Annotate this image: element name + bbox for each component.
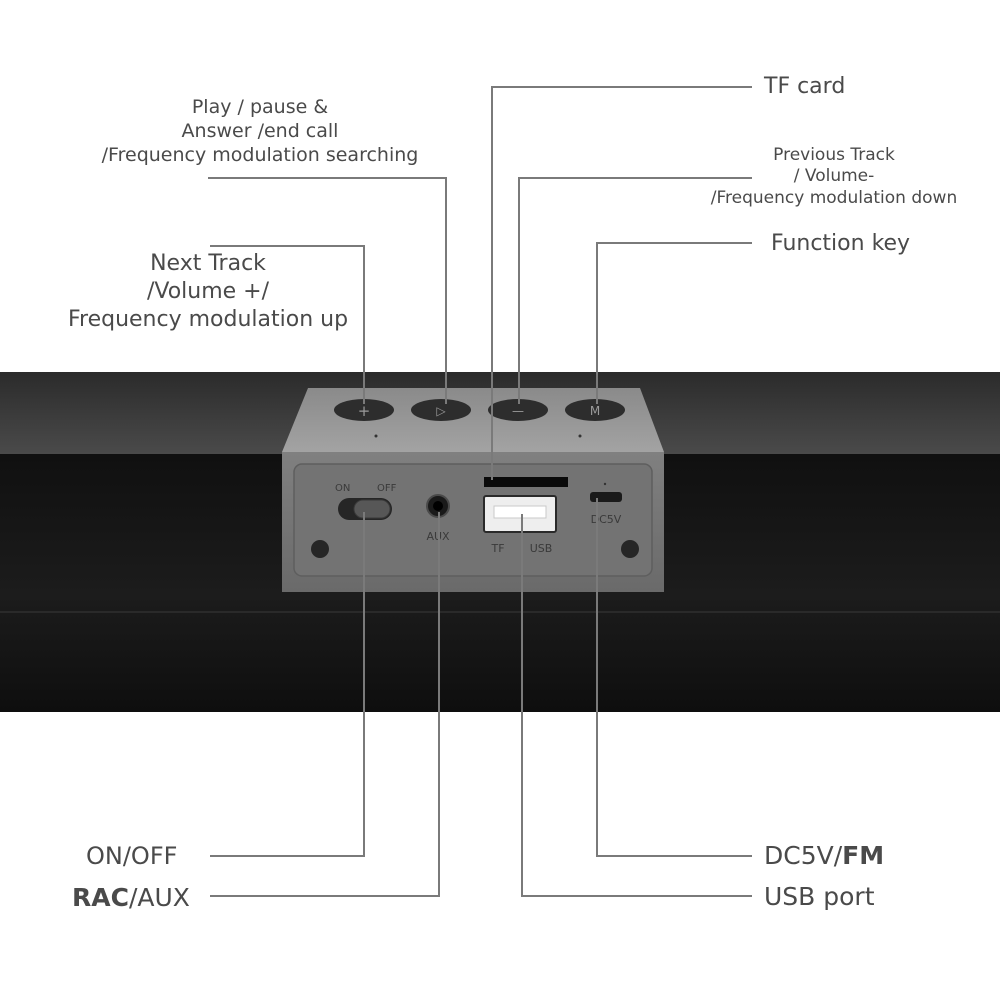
label-rac-aux-bold: RAC — [72, 883, 129, 912]
switch-on-label: ON — [335, 483, 350, 494]
dc5v-port-label: DC5V — [591, 513, 622, 526]
indicator-dot — [603, 482, 607, 486]
leader-line-previous-track — [518, 177, 752, 404]
label-rac-aux-normal: /AUX — [128, 883, 190, 912]
label-rac-aux: RAC/AUX — [72, 882, 190, 913]
control-panel-inset — [293, 463, 653, 577]
label-tf-card: TF card — [764, 74, 846, 99]
label-on-off: ON/OFF — [86, 842, 178, 870]
label-next-track-line2: /Volume +/ — [146, 278, 270, 304]
button-previous-volume-down-glyph: — — [512, 404, 524, 418]
leader-line-dc5v — [596, 498, 752, 857]
aux-jack-hole — [433, 501, 443, 511]
label-dc5v-fm-bold: FM — [842, 841, 885, 870]
label-dc5v-fm: DC5V/FM — [764, 840, 884, 871]
tf-port-label: TF — [490, 542, 504, 555]
leader-line-play-pause — [208, 177, 447, 404]
label-previous-track: Previous Track / Volume- /Frequency modu… — [704, 145, 964, 209]
leader-line-function-key — [596, 242, 752, 404]
leader-line-tf-card — [491, 86, 752, 480]
switch-off-label: OFF — [377, 483, 397, 494]
label-play-pause-line2: Answer /end call — [181, 119, 339, 142]
leader-line-aux — [210, 512, 440, 897]
screw-hole — [621, 540, 639, 558]
tf-card-slot[interactable] — [484, 477, 568, 487]
button-previous-volume-down[interactable] — [488, 399, 548, 421]
button-play-pause[interactable] — [411, 399, 471, 421]
usb-port-label: USB — [530, 542, 553, 555]
indicator-dot — [374, 434, 378, 438]
power-switch[interactable] — [353, 499, 391, 519]
label-previous-track-line1: Previous Track — [773, 145, 895, 165]
usb-port-tongue — [493, 505, 547, 519]
leader-line-next-track — [210, 245, 365, 404]
label-play-pause-line3: /Frequency modulation searching — [101, 143, 419, 166]
label-dc5v-fm-normal: DC5V/ — [764, 841, 843, 870]
button-function-key[interactable] — [565, 399, 625, 421]
label-next-track-line1: Next Track — [150, 251, 266, 276]
indicator-dot — [578, 434, 582, 438]
label-function-key: Function key — [771, 231, 911, 256]
label-play-pause-line1: Play / pause & — [191, 96, 329, 118]
label-previous-track-line2: / Volume- — [793, 166, 875, 187]
label-next-track: Next Track /Volume +/ Frequency modulati… — [58, 250, 358, 334]
button-next-volume-up-glyph: + — [358, 402, 371, 420]
leader-lines — [208, 86, 752, 897]
button-play-pause-glyph: ▷ — [436, 404, 446, 418]
label-next-track-line3: Frequency modulation up — [67, 306, 349, 332]
leader-line-on-off — [210, 512, 365, 857]
button-next-volume-up[interactable] — [334, 399, 394, 421]
dc5v-port[interactable] — [590, 492, 622, 502]
button-function-key-glyph: M — [590, 404, 600, 418]
label-play-pause: Play / pause & Answer /end call /Frequen… — [50, 96, 470, 167]
label-previous-track-line3: /Frequency modulation down — [710, 187, 958, 208]
screw-hole — [311, 540, 329, 558]
label-usb-port: USB port — [764, 882, 875, 911]
leader-line-usb — [521, 514, 752, 897]
